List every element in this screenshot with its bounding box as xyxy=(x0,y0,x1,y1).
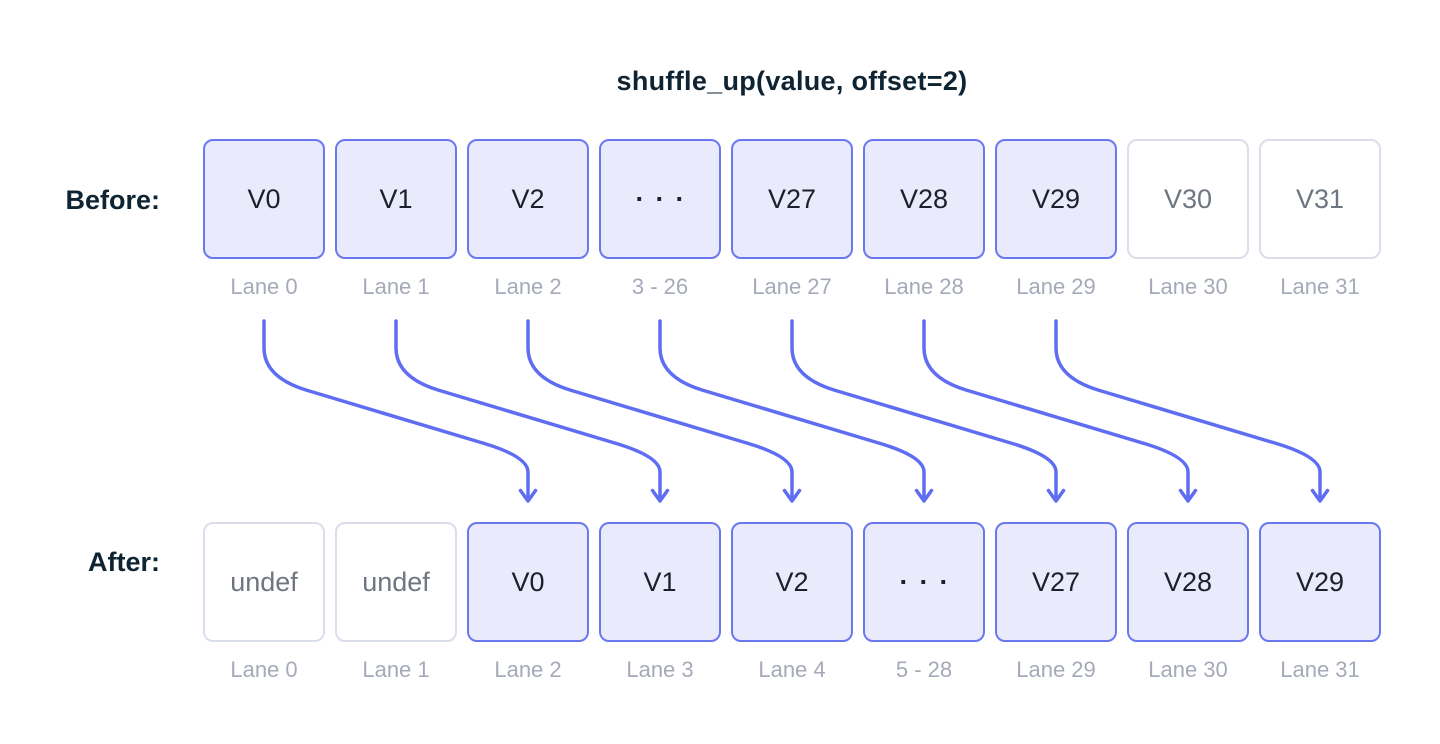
before-lane-label-3: 3 - 26 xyxy=(631,274,689,299)
before-cell-value-5: V28 xyxy=(899,183,949,214)
before-cell-value-2: V2 xyxy=(511,183,545,214)
after-value-box-4: V2 xyxy=(731,522,853,642)
shuffle-arrowhead-icon-2 xyxy=(782,488,802,503)
before-cell-value-4: V27 xyxy=(767,183,817,214)
before-lane-label-0: Lane 0 xyxy=(230,274,298,299)
before-value-box-1: V1 xyxy=(335,139,457,259)
before-lane-label-6: Lane 29 xyxy=(1016,274,1096,299)
after-lane-label-1: Lane 1 xyxy=(362,657,430,682)
shuffle-arrow-2 xyxy=(526,319,794,500)
after-cell-value-5: ··· xyxy=(899,566,960,597)
after-value-box-6: V27 xyxy=(995,522,1117,642)
shuffle-arrowhead-icon-5 xyxy=(1178,488,1198,503)
after-value-box-7: V28 xyxy=(1127,522,1249,642)
after-value-box-1: undef xyxy=(335,522,457,642)
after-value-box-0: undef xyxy=(203,522,325,642)
after-value-box-8: V29 xyxy=(1259,522,1381,642)
after-value-box-2: V0 xyxy=(467,522,589,642)
after-cell-value-6: V27 xyxy=(1031,566,1081,597)
after-lane-label-0: Lane 0 xyxy=(230,657,298,682)
shuffle-arrow-1 xyxy=(394,319,662,500)
shuffle-arrow-3 xyxy=(658,319,926,500)
before-cell-value-7: V30 xyxy=(1163,183,1213,214)
shuffle-arrow-0 xyxy=(262,319,530,500)
before-value-box-2: V2 xyxy=(467,139,589,259)
before-value-box-0: V0 xyxy=(203,139,325,259)
before-cell-value-0: V0 xyxy=(247,183,281,214)
after-lane-label-3: Lane 3 xyxy=(626,657,694,682)
before-value-box-4: V27 xyxy=(731,139,853,259)
before-lane-label-7: Lane 30 xyxy=(1148,274,1228,299)
diagram-title: shuffle_up(value, offset=2) xyxy=(616,66,968,96)
after-lane-label-2: Lane 2 xyxy=(494,657,562,682)
shuffle-arrowhead-icon-6 xyxy=(1310,488,1330,503)
after-cell-value-1: undef xyxy=(362,566,430,597)
before-cell-value-8: V31 xyxy=(1295,183,1345,214)
after-value-box-3: V1 xyxy=(599,522,721,642)
after-row-label: After: xyxy=(88,547,160,577)
before-cell-value-3: ··· xyxy=(635,183,696,214)
after-cell-5: ··· 5 - 28 xyxy=(863,522,985,682)
after-lane-label-4: Lane 4 xyxy=(758,657,826,682)
before-lane-label-5: Lane 28 xyxy=(884,274,964,299)
before-value-box-8: V31 xyxy=(1259,139,1381,259)
shuffle-arrow-6 xyxy=(1054,319,1322,500)
after-cell-value-4: V2 xyxy=(775,566,809,597)
before-value-box-7: V30 xyxy=(1127,139,1249,259)
before-lane-label-8: Lane 31 xyxy=(1280,274,1360,299)
before-row-label: Before: xyxy=(65,185,160,215)
shuffle-arrow-5 xyxy=(922,319,1190,500)
after-cell-value-3: V1 xyxy=(643,566,677,597)
before-value-box-6: V29 xyxy=(995,139,1117,259)
after-lane-label-6: Lane 29 xyxy=(1016,657,1096,682)
shuffle-arrowhead-icon-4 xyxy=(1046,488,1066,503)
shuffle-arrow-4 xyxy=(790,319,1058,500)
before-cell-value-1: V1 xyxy=(379,183,413,214)
after-cell-value-7: V28 xyxy=(1163,566,1213,597)
before-lane-label-1: Lane 1 xyxy=(362,274,430,299)
shuffle-arrowhead-icon-1 xyxy=(650,488,670,503)
before-cell-3: ··· 3 - 26 xyxy=(599,139,721,299)
before-lane-label-4: Lane 27 xyxy=(752,274,832,299)
before-lane-label-2: Lane 2 xyxy=(494,274,562,299)
before-value-box-5: V28 xyxy=(863,139,985,259)
before-cell-value-6: V29 xyxy=(1031,183,1081,214)
after-lane-label-5: 5 - 28 xyxy=(895,657,953,682)
after-lane-label-8: Lane 31 xyxy=(1280,657,1360,682)
after-cell-value-0: undef xyxy=(230,566,298,597)
before-value-box-3: ··· xyxy=(599,139,721,259)
after-value-box-5: ··· xyxy=(863,522,985,642)
after-cell-value-2: V0 xyxy=(511,566,545,597)
after-cell-value-8: V29 xyxy=(1295,566,1345,597)
after-lane-label-7: Lane 30 xyxy=(1148,657,1228,682)
shuffle-arrowhead-icon-0 xyxy=(518,488,538,503)
shuffle-arrowhead-icon-3 xyxy=(914,488,934,503)
